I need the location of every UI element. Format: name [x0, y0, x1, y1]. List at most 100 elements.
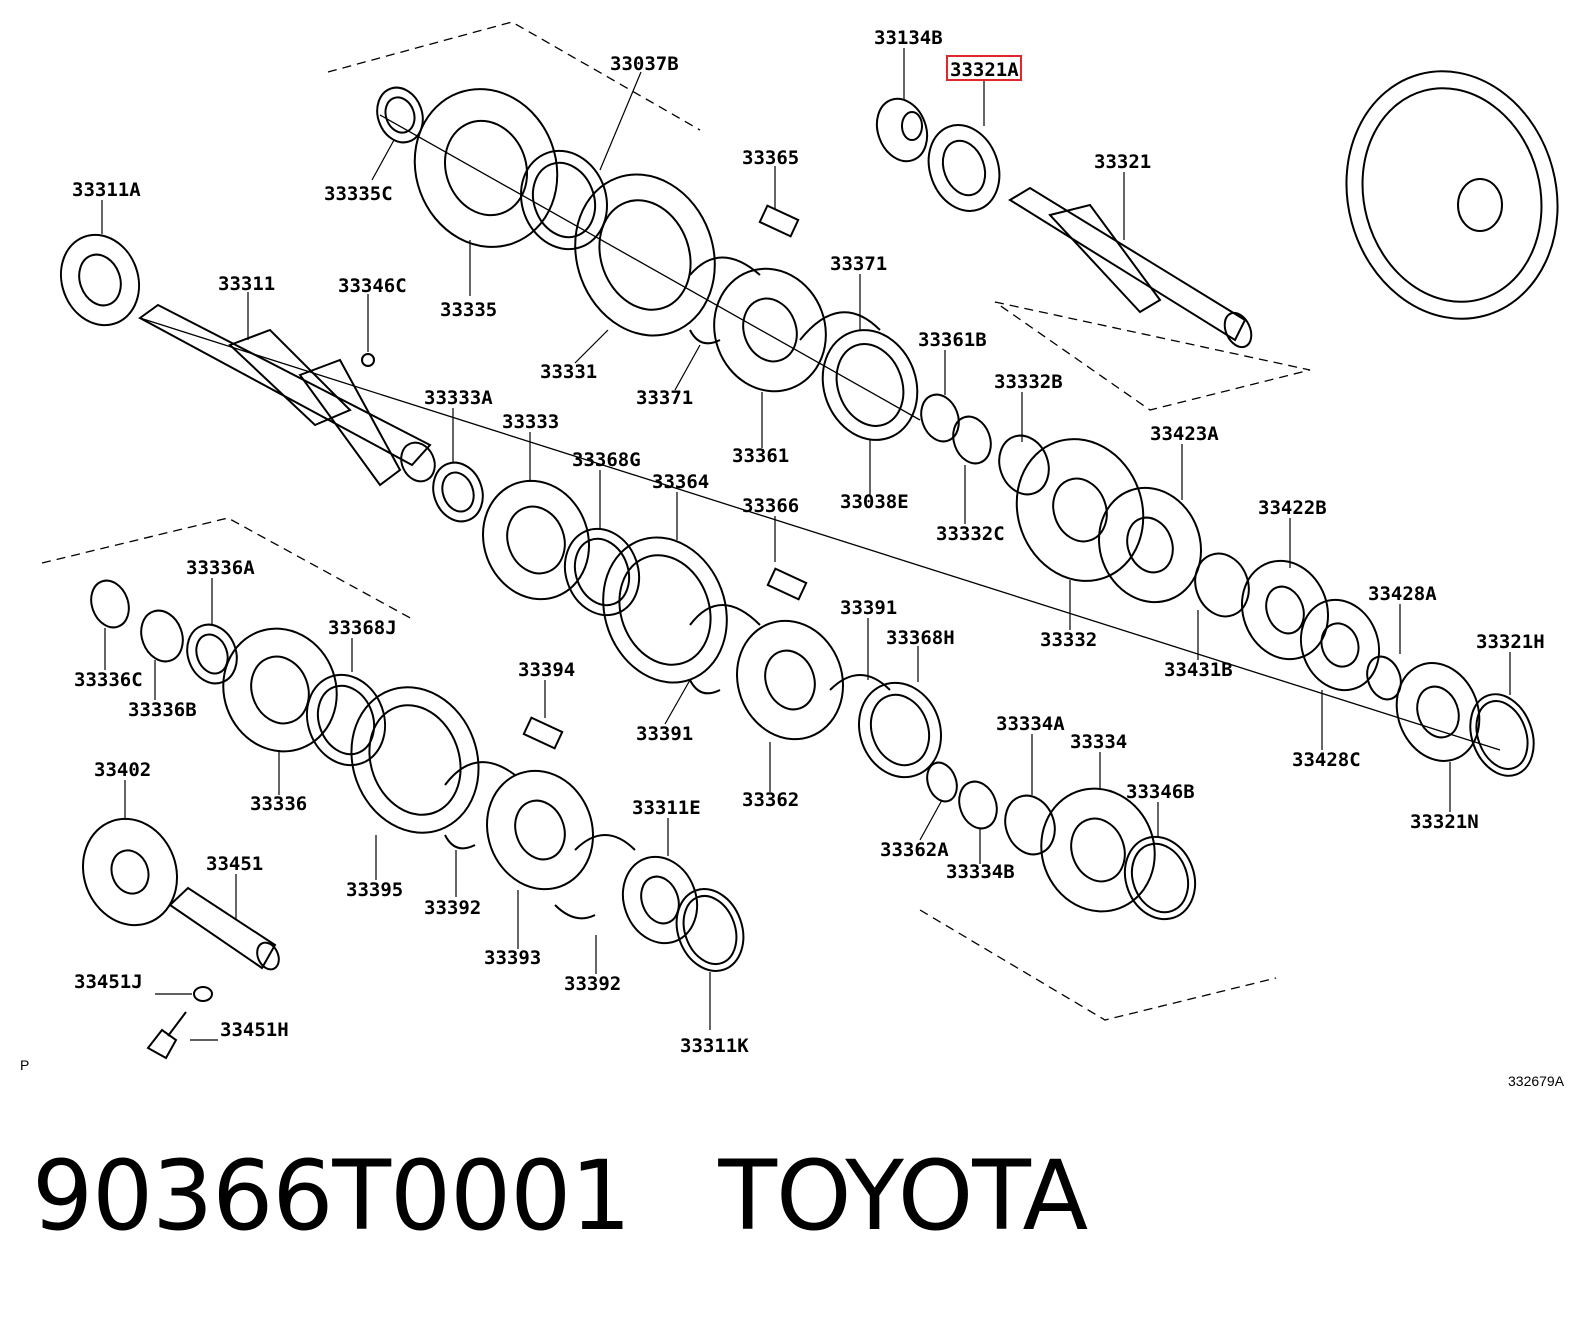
bearing-33321A: [927, 124, 1001, 212]
spacer-33431B: [1194, 552, 1250, 618]
callout-33391-upper: 33391: [840, 597, 897, 619]
hub-33361: [713, 267, 827, 393]
spring-33392: [444, 761, 636, 920]
callout-33134B: 33134B: [874, 27, 943, 49]
shim-33346B: [1123, 835, 1197, 921]
corner-mark: P: [20, 1057, 29, 1073]
part-number: 90366T0001: [32, 1140, 631, 1252]
sleeve-33364: [602, 536, 728, 684]
spring-33371: [689, 256, 881, 345]
washer-33332C: [952, 415, 992, 465]
gear-33335: [413, 88, 559, 248]
shim-33311K: [675, 888, 745, 972]
callout-33451J: 33451J: [74, 971, 143, 993]
gear-33332: [1015, 438, 1145, 582]
callout-33431B: 33431B: [1164, 659, 1233, 681]
gear-33402: [81, 817, 179, 927]
callout-33428C: 33428C: [1292, 749, 1361, 771]
sleeve-33331: [574, 173, 716, 337]
callout-33321A: 33321A: [950, 59, 1019, 81]
snap-ring-33428A: [1366, 655, 1402, 701]
callout-33365: 33365: [742, 147, 799, 169]
callout-33392-right: 33392: [564, 973, 621, 995]
callout-33364: 33364: [652, 471, 709, 493]
needle-bearing-33334A: [1004, 794, 1056, 856]
gear-33422B: [1240, 559, 1330, 661]
bearing-33311A: [59, 233, 141, 327]
callout-33334B: 33334B: [946, 861, 1015, 883]
callout-labels: 33134B 33321A 33037B 33365 33321 33311A …: [72, 27, 1545, 1057]
callout-33331: 33331: [540, 361, 597, 383]
callout-33321N: 33321N: [1410, 811, 1479, 833]
callout-33366: 33366: [742, 495, 799, 517]
washer-33336B: [140, 609, 184, 663]
shaft-33451: [168, 886, 280, 971]
callout-33311K: 33311K: [680, 1035, 749, 1057]
callout-33423A: 33423A: [1150, 423, 1219, 445]
callout-33321: 33321: [1094, 151, 1151, 173]
leader-lines: [101, 48, 1511, 1041]
group-outline-bottom-right: [919, 909, 1277, 1021]
gear-33334: [1040, 787, 1156, 913]
callout-33333A: 33333A: [424, 387, 493, 409]
callout-33422B: 33422B: [1258, 497, 1327, 519]
highlight-box: [946, 55, 1022, 81]
snap-ring-33362A: [926, 761, 958, 803]
output-shaft-33321: [1008, 186, 1253, 349]
callout-33368H: 33368H: [886, 627, 955, 649]
callout-33038E: 33038E: [840, 491, 909, 513]
callout-33336C: 33336C: [74, 669, 143, 691]
figure-code: 332679A: [1508, 1073, 1565, 1089]
gear-33336: [222, 627, 338, 753]
synchro-ring-33368H: [857, 681, 943, 779]
callout-33451: 33451: [206, 853, 263, 875]
washer-33334B: [958, 780, 998, 830]
callout-33361: 33361: [732, 445, 789, 467]
needle-bearing-33333A: [432, 461, 484, 523]
cap-33134B: [875, 97, 929, 163]
callout-33321H: 33321H: [1476, 631, 1545, 653]
callout-33336B: 33336B: [128, 699, 197, 721]
callout-33368G: 33368G: [572, 449, 641, 471]
callout-33334A: 33334A: [996, 713, 1065, 735]
callout-33037B: 33037B: [610, 53, 679, 75]
gear-33428C: [1299, 598, 1381, 692]
callout-33402: 33402: [94, 759, 151, 781]
snap-ring-33361B: [920, 393, 960, 443]
synchro-ring-33368G: [563, 527, 641, 617]
callout-33362: 33362: [742, 789, 799, 811]
callout-33392-left: 33392: [424, 897, 481, 919]
callout-33395: 33395: [346, 879, 403, 901]
callout-33371-lower: 33371: [636, 387, 693, 409]
callout-33428A: 33428A: [1368, 583, 1437, 605]
key-33365: [758, 204, 800, 238]
gear-33423A: [1097, 486, 1203, 604]
key-33394: [522, 716, 564, 750]
brand-name: TOYOTA: [718, 1140, 1088, 1252]
callout-33311E: 33311E: [632, 797, 701, 819]
upper-axis-line: [379, 114, 921, 421]
synchro-ring-33368J: [305, 673, 387, 767]
bearing-33311E: [621, 855, 699, 945]
needle-bearing-33336A: [186, 623, 238, 685]
callout-33334: 33334: [1070, 731, 1127, 753]
shim-33321H: [1469, 693, 1535, 777]
key-33366: [766, 567, 808, 601]
callout-33335: 33335: [440, 299, 497, 321]
bearing-33321N: [1395, 662, 1481, 762]
hub-33362: [736, 619, 844, 741]
group-outline-output-shaft: [994, 301, 1311, 411]
group-outline-upper-gear: [327, 21, 701, 131]
callout-33371-upper: 33371: [830, 253, 887, 275]
needle-bearing-33335C: [376, 86, 424, 144]
callout-33333: 33333: [502, 411, 559, 433]
snap-ring-33336C: [90, 579, 130, 629]
callout-33362A: 33362A: [880, 839, 949, 861]
caption: 90366T0001 TOYOTA: [32, 1140, 1088, 1252]
callout-33451H: 33451H: [220, 1019, 289, 1041]
callout-33368J: 33368J: [328, 617, 397, 639]
exploded-parts-diagram: 33134B 33321A 33037B 33365 33321 33311A …: [20, 21, 1565, 1089]
needle-bearing-33332B: [998, 434, 1050, 496]
callout-33311: 33311: [218, 273, 275, 295]
